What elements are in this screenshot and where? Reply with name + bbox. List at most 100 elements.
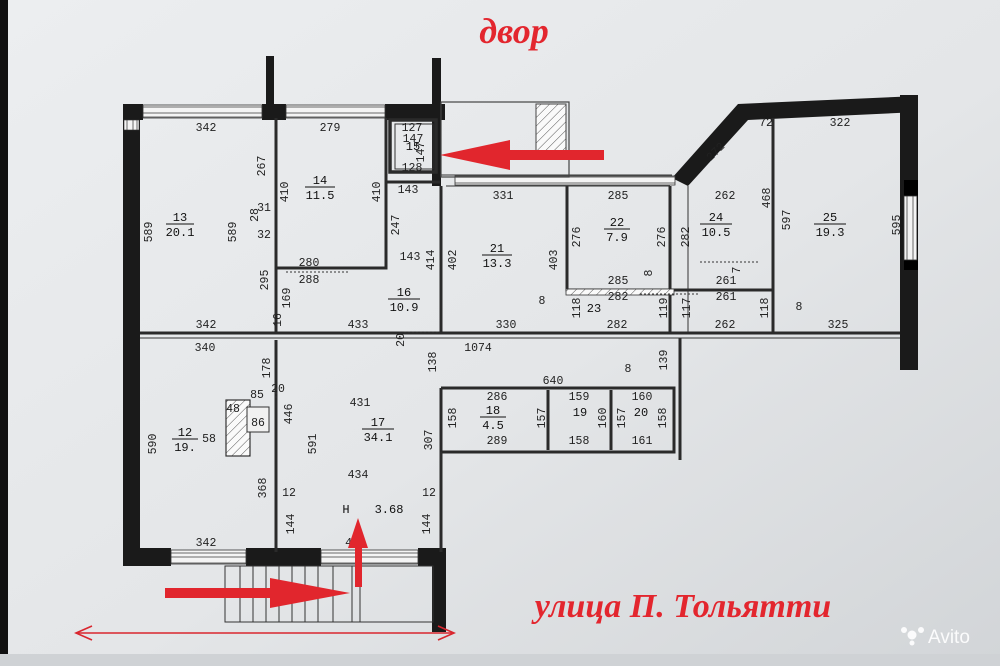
dim-label: 72 [759, 117, 773, 130]
dim-label: 143 [400, 251, 421, 264]
room-24-area: 10.5 [702, 226, 731, 240]
room-15-number: 15 [406, 140, 420, 154]
entrance-arrow-head [348, 518, 368, 548]
dim-label: 128 [402, 162, 423, 175]
dim-label: 8 [625, 363, 632, 376]
dim-label: 368 [257, 478, 270, 499]
dim-label: 58 [202, 433, 216, 446]
dim-label: 286 [487, 391, 508, 404]
dim-label: 247 [390, 215, 403, 236]
dim-label: 12 [282, 487, 296, 500]
dim-label: 468 [761, 188, 774, 209]
street-arrow-shaft [165, 588, 275, 598]
dimension-labels: 342 279 127 128 143 331 285 72 322 262 1… [143, 117, 904, 550]
hatched-structures [225, 101, 570, 457]
dim-label: 403 [548, 250, 561, 271]
dim-label: 143 [398, 184, 419, 197]
room-14-number: 14 [313, 174, 327, 188]
dim-label: 446 [283, 404, 296, 425]
dim-label: 139 [658, 350, 671, 371]
dim-label: 117 [681, 298, 694, 319]
dim-label: 86 [251, 417, 265, 430]
dim-label: 410 [371, 182, 384, 203]
avito-logo-icon [907, 630, 917, 640]
dim-label: 144 [421, 514, 434, 535]
windows [123, 104, 918, 565]
dim-label: 85 [250, 389, 264, 402]
courtyard-arrow-head [440, 140, 510, 170]
room-12-area: 19. [174, 441, 196, 455]
room-16-area: 10.9 [390, 301, 419, 315]
dim-label: 169 [281, 288, 294, 309]
dim-label: 159 [569, 391, 590, 404]
dim-label: 144 [285, 514, 298, 535]
dim-label: 147 [415, 142, 428, 163]
room-14-area: 11.5 [306, 189, 335, 203]
dim-label: 279 [320, 122, 341, 135]
dim-label: 589 [227, 222, 240, 243]
dim-label: 160 [597, 408, 610, 429]
room-12-number: 12 [178, 426, 192, 440]
courtyard-label: двор [479, 11, 548, 51]
dim-label: 276 [656, 227, 669, 248]
dim-label: 178 [261, 358, 274, 379]
dim-label: 402 [447, 250, 460, 271]
dim-label: 8 [643, 269, 656, 276]
dim-label: 289 [487, 435, 508, 448]
room-18-area: 4.5 [482, 419, 504, 433]
dim-label: 147 [403, 133, 424, 146]
dim-label: 414 [425, 250, 438, 271]
dim-label: 591 [307, 434, 320, 455]
dim-label: 589 [143, 222, 156, 243]
dim-label: 157 [616, 408, 629, 429]
dim-label: 48 [226, 403, 240, 416]
dim-label: 276 [571, 227, 584, 248]
dim-label: 31 [257, 202, 271, 215]
dim-label: 597 [781, 210, 794, 231]
height-mark: 3.68 [375, 503, 404, 517]
street-arrow-head [270, 578, 350, 608]
scan-edge-bottom [0, 654, 1000, 666]
dim-label: 7 [731, 267, 744, 274]
dim-label: 262 [715, 319, 736, 332]
dim-label: 118 [759, 298, 772, 319]
dim-label: 32 [257, 229, 271, 242]
dim-label: 307 [423, 430, 436, 451]
dim-label: 280 [299, 257, 320, 270]
dim-label: 285 [608, 275, 629, 288]
dim-label: 285 [608, 190, 629, 203]
dim-label: 160 [632, 391, 653, 404]
dim-label: 262 [715, 190, 736, 203]
courtyard-arrow-shaft [500, 150, 604, 160]
dim-label: 331 [493, 190, 514, 203]
dim-label: 127 [402, 122, 423, 135]
dim-label: 342 [196, 122, 217, 135]
dim-label: 12 [422, 487, 436, 500]
dim-label: 595 [891, 215, 904, 236]
red-annotations: двор улица П. Тольятти [74, 11, 831, 641]
room-23-number: 23 [587, 302, 601, 316]
dim-label: 20 [271, 383, 285, 396]
room-22-area: 7.9 [606, 231, 628, 245]
dim-label: 138 [427, 352, 440, 373]
room-24-number: 24 [709, 211, 723, 225]
dim-label: 158 [657, 408, 670, 429]
dim-label: 340 [195, 342, 216, 355]
dim-label: 1074 [464, 342, 492, 355]
dim-label: 20 [395, 333, 408, 347]
wall-outlines [140, 174, 900, 460]
dim-label: 342 [196, 319, 217, 332]
room-16-number: 16 [397, 286, 411, 300]
dim-label: 158 [447, 408, 460, 429]
dim-label: 282 [607, 319, 628, 332]
room-25-number: 25 [823, 211, 837, 225]
dim-label: 288 [299, 274, 320, 287]
dim-label: 325 [828, 319, 849, 332]
dim-label: 157 [536, 408, 549, 429]
room-13-number: 13 [173, 211, 187, 225]
room-20-number: 20 [634, 406, 648, 420]
dim-label: 342 [196, 537, 217, 550]
street-line-right-arrowhead [437, 625, 456, 641]
dim-label: 261 [716, 275, 737, 288]
